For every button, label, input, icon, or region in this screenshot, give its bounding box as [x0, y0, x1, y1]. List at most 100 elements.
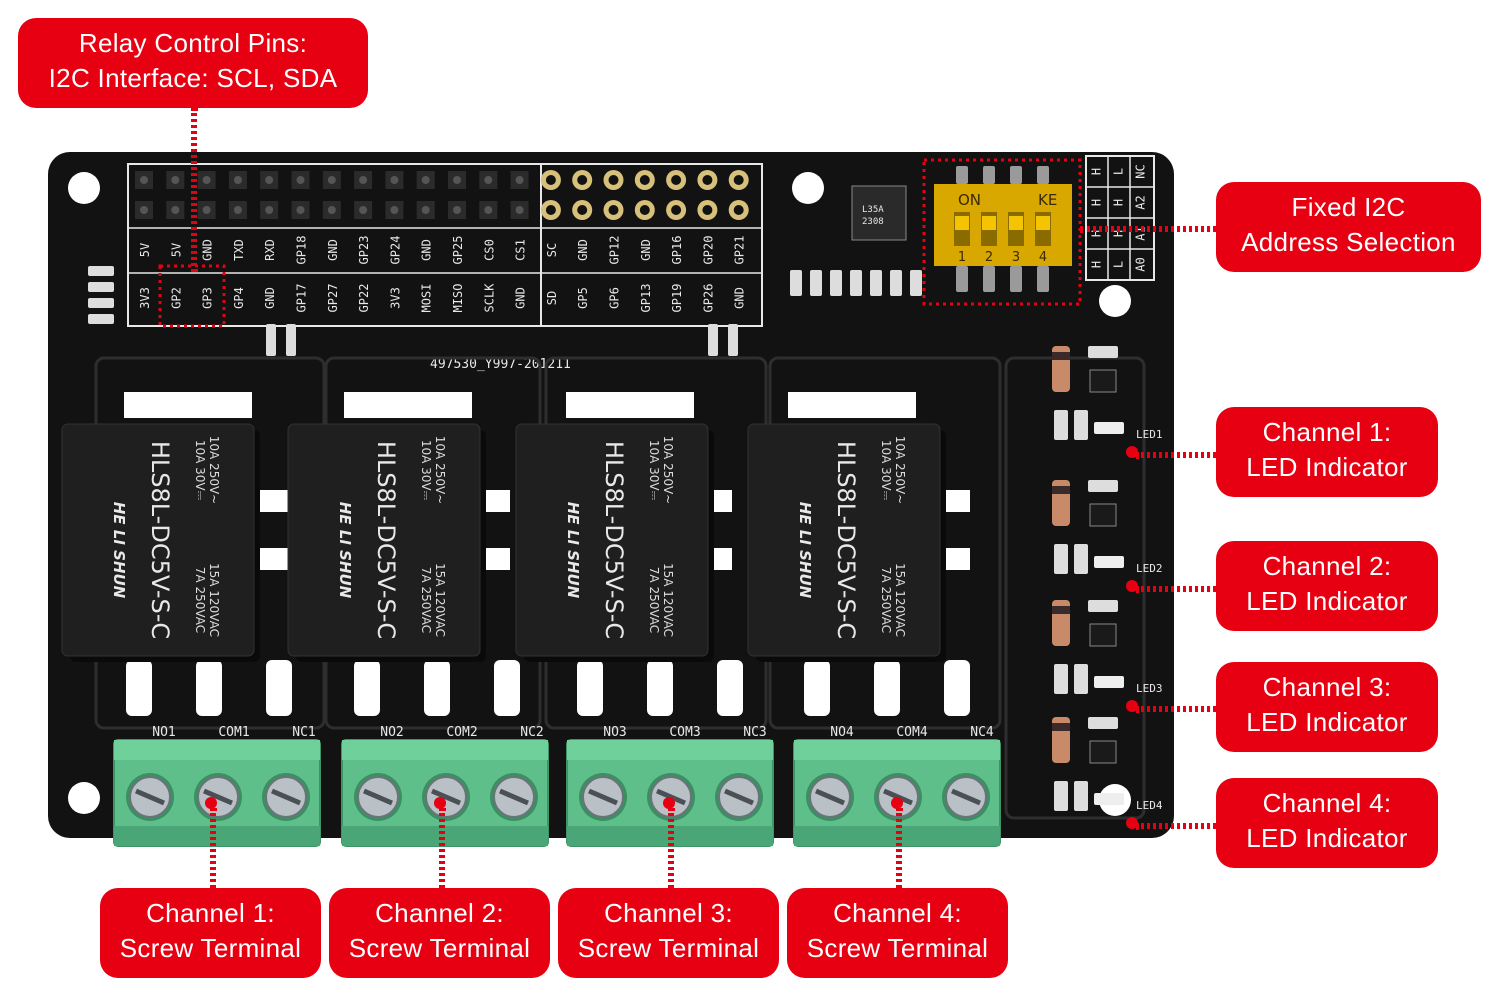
terminal-label: NO4: [830, 725, 854, 740]
led-label: LED4: [1136, 799, 1163, 812]
address-cell: NC: [1134, 164, 1148, 178]
header-label-bottom: GP5: [576, 287, 590, 309]
relay-brand: HE LI SHUN: [110, 502, 128, 599]
transistor: [1089, 369, 1117, 393]
terminal-3-marker: [663, 797, 675, 809]
relay-rating: 15A 120VAC: [893, 563, 907, 637]
dip-key: [1009, 216, 1023, 230]
terminal-label: COM1: [218, 725, 249, 740]
address-cell: A2: [1134, 195, 1148, 209]
header-label-bottom: GP17: [295, 284, 309, 313]
terminal-label: NC4: [970, 725, 994, 740]
callout-line: LED Indicator: [1246, 823, 1408, 853]
address-cell: A0: [1134, 257, 1148, 271]
relay-model: HLS8L-DC5V-S-C: [600, 441, 628, 639]
relay-rating: 10A 250V~: [893, 436, 907, 504]
terminal-4-marker: [891, 797, 903, 809]
gpio-header-outline: [127, 163, 763, 327]
dip-on-label: ON: [958, 191, 981, 209]
dip-key: [982, 216, 996, 230]
leader-led-4: [1136, 823, 1222, 829]
terminal-slot: [577, 660, 603, 716]
led-label: LED2: [1136, 562, 1163, 575]
gpio-header-pins: [135, 170, 749, 220]
smd-components-left: [88, 266, 922, 356]
header-label-bottom: GP6: [608, 287, 622, 309]
relay-model: HLS8L-DC5V-S-C: [832, 441, 860, 639]
relay-rating: 10A 250V~: [207, 436, 221, 504]
relay-model: HLS8L-DC5V-S-C: [146, 441, 174, 639]
leader-led-2: [1136, 586, 1222, 592]
led-2-marker: [1126, 580, 1138, 592]
header-label-top: CS1: [514, 239, 528, 261]
header-label-bottom: MISO: [451, 284, 465, 313]
relay-model: HLS8L-DC5V-S-C: [372, 441, 400, 639]
relay-rating: 7A 250VAC: [879, 567, 893, 633]
callout-line: Screw Terminal: [806, 933, 989, 963]
relay-brand: HE LI SHUN: [336, 502, 354, 599]
callout-line: Address Selection: [1241, 227, 1456, 257]
led-4-marker: [1126, 817, 1138, 829]
i2c-pins-highlight: [158, 264, 226, 328]
screw-terminal: [566, 739, 774, 847]
leader-address: [1080, 226, 1222, 232]
terminal-label: NO3: [603, 725, 626, 740]
relay-rating: 10A 30V⎓: [193, 440, 207, 501]
relay-rating: 10A 250V~: [433, 436, 447, 504]
header-label-top: GND: [201, 239, 215, 261]
callout-address-selection: Fixed I2C Address Selection: [1216, 182, 1481, 272]
callout-led-4: Channel 4: LED Indicator: [1216, 778, 1438, 868]
callout-terminal-4: Channel 4: Screw Terminal: [787, 888, 1008, 978]
relay-rating: 15A 120VAC: [661, 563, 675, 637]
callout-line: Fixed I2C: [1291, 192, 1406, 222]
terminal-label: COM3: [669, 725, 700, 740]
led-chip: [1094, 676, 1124, 688]
relay-rating: 10A 30V⎓: [647, 440, 661, 501]
led-block: LED3: [1052, 600, 1163, 695]
header-label-bottom: GND: [263, 287, 277, 309]
terminal-slot: [354, 660, 380, 716]
dip-switch-keys: [954, 212, 1051, 246]
mounting-hole: [68, 172, 100, 204]
callout-line: Channel 1:: [1262, 417, 1392, 447]
chip-text: L35A: [862, 205, 884, 215]
address-cell: H: [1090, 199, 1104, 206]
callout-line: I2C Interface: SCL, SDA: [48, 63, 338, 93]
callout-line: Channel 3:: [1262, 672, 1392, 702]
led-3-marker: [1126, 700, 1138, 712]
terminal-slot: [126, 660, 152, 716]
mounting-hole: [792, 172, 824, 204]
terminal-slots: [126, 660, 970, 716]
header-label-bottom: GND: [514, 287, 528, 309]
header-label-bottom: SCLK: [482, 283, 496, 313]
header-label-bottom: GP2: [169, 287, 183, 309]
header-label-top: 5V: [169, 243, 183, 257]
header-label-top: GP16: [670, 236, 684, 265]
relay: HLS8L-DC5V-S-C HE LI SHUN 10A 250V~10A 30V…: [61, 423, 260, 662]
terminal-slot: [717, 660, 743, 716]
callout-terminal-1: Channel 1: Screw Terminal: [100, 888, 321, 978]
relay-rating: 7A 250VAC: [647, 567, 661, 633]
dip-key: [955, 216, 969, 230]
terminal-slot: [944, 660, 970, 716]
terminal-slot: [647, 660, 673, 716]
dip-pin: [956, 266, 968, 292]
dip-number: 1: [958, 250, 966, 265]
terminal-2-marker: [434, 797, 446, 809]
callout-line: LED Indicator: [1246, 452, 1408, 482]
callout-line: Channel 1:: [146, 898, 275, 928]
header-label-bottom: MOSI: [420, 284, 434, 313]
board-serial: 497530_Y997-201211: [430, 357, 571, 372]
header-label-bottom: 3V3: [388, 287, 402, 309]
leader-led-1: [1136, 452, 1222, 458]
transistor: [1089, 623, 1117, 647]
header-label-top: GND: [326, 239, 340, 261]
header-label-bottom: GP26: [701, 284, 715, 313]
leader-terminal-4: [896, 808, 902, 894]
header-label-top: GP18: [295, 236, 309, 265]
leader-led-3: [1136, 706, 1222, 712]
